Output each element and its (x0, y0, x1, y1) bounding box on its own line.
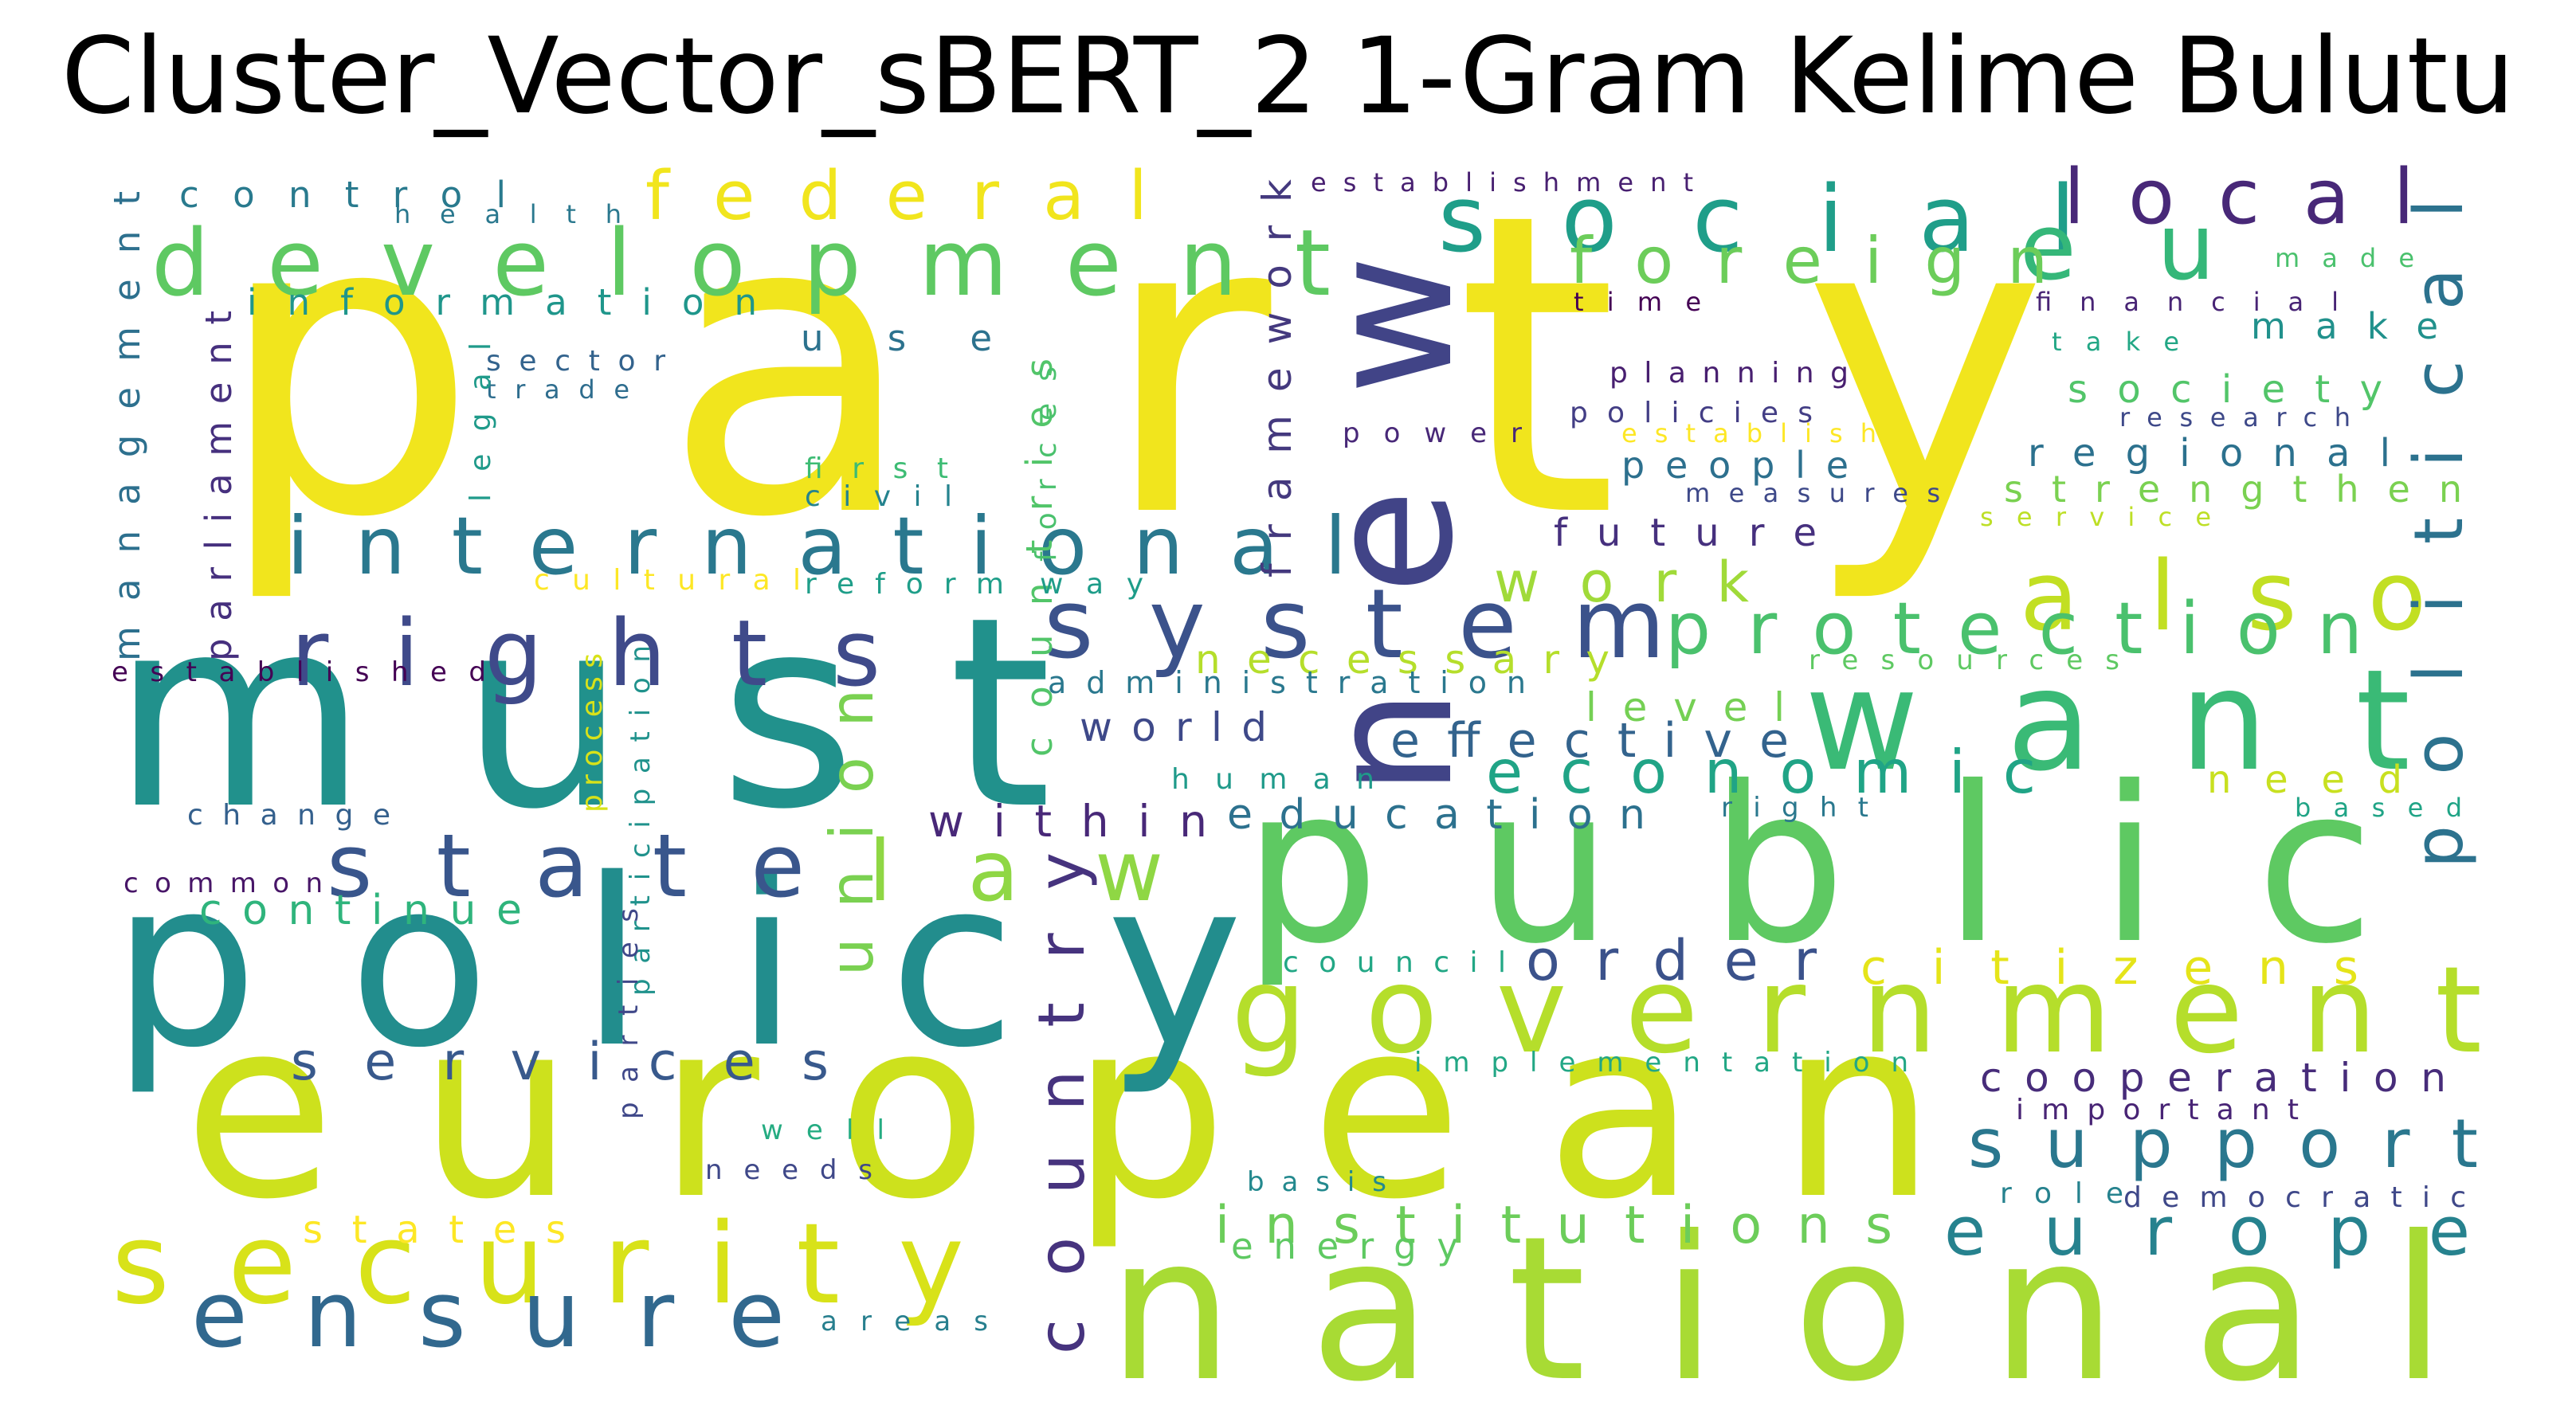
word-way: way (1040, 568, 1143, 601)
word-research: research (2119, 402, 2351, 433)
word-parliament: parliament (198, 311, 240, 661)
chart-title: Cluster_Vector_sBERT_2 1-Gram Kelime Bul… (61, 15, 2515, 138)
word-process: process (576, 653, 609, 813)
word-made: made (2275, 243, 2414, 273)
word-implementation: implementation (1414, 1047, 1908, 1079)
word-resources: resources (1809, 644, 2119, 676)
word-world: world (1080, 704, 1267, 750)
word-international: international (287, 499, 1347, 593)
word-eu: eu (2020, 194, 2215, 301)
word-society: society (2068, 367, 2382, 412)
word-necessary: necessary (1195, 636, 1610, 683)
word-new: new (1291, 255, 1491, 797)
word-also: also (2020, 542, 2426, 652)
word-planning: planning (1610, 357, 1849, 390)
word-take: take (2052, 327, 2179, 357)
word-local: local (2064, 154, 2414, 241)
word-political: political (2400, 199, 2479, 868)
word-education: education (1227, 791, 1645, 839)
word-management: management (106, 191, 148, 661)
word-security: security (112, 1200, 964, 1330)
word-effective: effective (1390, 713, 1789, 769)
word-make: make (2251, 305, 2438, 347)
word-country: country (1025, 852, 1099, 1354)
word-trade: trade (486, 374, 629, 405)
word-support: support (1968, 1105, 2478, 1184)
word-federal: federal (645, 157, 1147, 236)
word-establish: establish (1621, 418, 1876, 448)
word-level: level (1586, 684, 1785, 730)
word-sector: sector (486, 345, 665, 378)
